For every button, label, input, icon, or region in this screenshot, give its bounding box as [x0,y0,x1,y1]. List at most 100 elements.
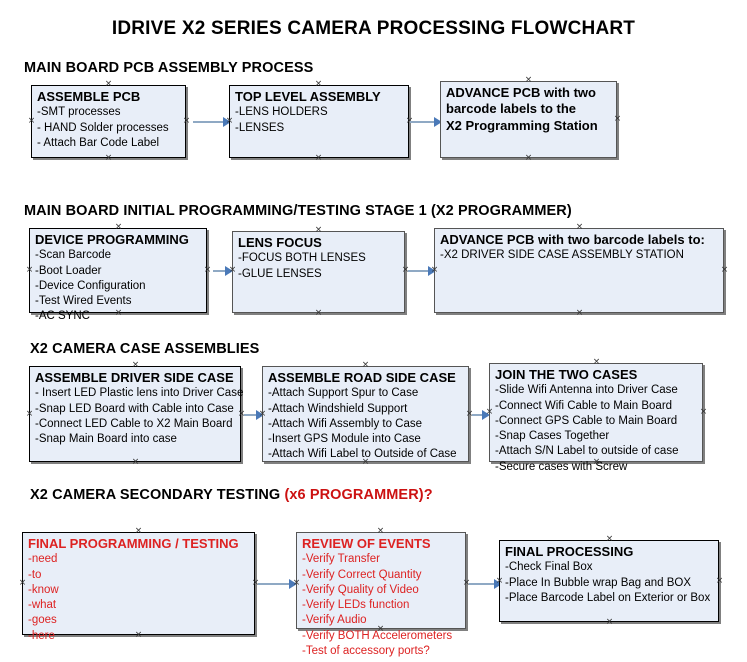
connection-handle-top[interactable] [575,223,584,232]
connection-handle-top[interactable] [131,361,140,370]
box-line: - HAND Solder processes [37,121,169,134]
box-advance-pcb-driver-side-case[interactable]: ADVANCE PCB with two barcode labels to: … [434,228,724,313]
box-line: -Test Wired Events [35,295,132,308]
box-assemble-driver-side-case[interactable]: ASSEMBLE DRIVER SIDE CASE - Insert LED P… [29,366,244,462]
connection-handle-top[interactable] [376,527,385,536]
box-line: -Verify LEDs function [302,599,410,612]
connection-handle-left[interactable] [292,579,301,588]
section-heading-x2-camera-case-assemblies: X2 CAMERA CASE ASSEMBLIES [30,341,260,357]
connection-handle-bottom[interactable] [592,458,601,467]
box-line: -GLUE LENSES [238,267,322,280]
box-title: FINAL PROCESSING [505,544,634,559]
connection-handle-bottom[interactable] [134,631,143,640]
box-assemble-pcb[interactable]: ASSEMBLE PCB -SMT processes - HAND Solde… [31,85,186,158]
connection-handle-bottom[interactable] [314,309,323,318]
connection-handle-left[interactable] [25,266,34,275]
box-assemble-road-side-case[interactable]: ASSEMBLE ROAD SIDE CASE -Attach Support … [262,366,469,462]
connection-handle-left[interactable] [225,117,234,126]
connection-handle-bottom[interactable] [104,154,113,163]
connection-handle-left[interactable] [485,408,494,417]
box-line: X2 Programming Station [446,117,598,133]
connection-handle-top[interactable] [524,76,533,85]
connection-handle-top[interactable] [134,527,143,536]
box-final-processing[interactable]: FINAL PROCESSING -Check Final Box -Place… [499,540,719,622]
box-line: -Place Barcode Label on Exterior or Box [505,591,711,604]
connection-handle-bottom[interactable] [605,618,614,627]
box-line: -Verify Transfer [302,553,380,566]
box-line: -Verify Correct Quantity [302,568,422,581]
connection-handle-top[interactable] [361,361,370,370]
box-top-level-assembly[interactable]: TOP LEVEL ASSEMBLY -LENS HOLDERS -LENSES [229,85,409,158]
connection-handle-right[interactable] [613,115,622,124]
connector-arrow [472,414,484,416]
connection-handle-top[interactable] [314,80,323,89]
box-line: -Place In Bubble wrap Bag and BOX [505,576,692,589]
box-review-of-events[interactable]: REVIEW OF EVENTS -Verify Transfer -Verif… [296,532,466,657]
box-title: ASSEMBLE ROAD SIDE CASE [268,370,456,385]
box-title: REVIEW OF EVENTS [302,536,431,551]
connection-handle-bottom[interactable] [131,458,140,467]
connection-handle-left[interactable] [228,266,237,275]
connection-handle-top[interactable] [592,358,601,367]
box-line: -Snap LED Board with Cable into Case [35,402,234,415]
connection-handle-left[interactable] [18,579,27,588]
box-advance-pcb-programming-station[interactable]: ADVANCE PCB with two barcode labels to t… [440,81,617,158]
box-line: -Attach Support Spur to Case [268,387,419,400]
box-line: -SMT processes [37,106,121,119]
connector-arrow [244,414,258,416]
box-line: -Boot Loader [35,264,102,277]
box-line: -what [28,599,57,612]
connection-handle-left[interactable] [495,577,504,586]
box-line: -Slide Wifi Antenna into Driver Case [495,384,678,397]
connection-handle-right[interactable] [182,117,191,126]
connection-handle-left[interactable] [430,266,439,275]
box-title: ASSEMBLE PCB [37,89,141,104]
box-line: -Connect Wifi Cable to Main Board [495,399,673,412]
box-line: -Connect GPS Cable to Main Board [495,414,678,427]
box-title: DEVICE PROGRAMMING [35,232,189,247]
connection-handle-right[interactable] [720,266,729,275]
connector-arrow [408,270,430,272]
box-line: barcode labels to the [446,101,577,117]
box-line: -LENS HOLDERS [235,106,328,119]
box-line: -Test of accessory ports? [302,645,430,658]
box-title: FINAL PROGRAMMING / TESTING [28,536,239,551]
connector-arrow [213,270,227,272]
box-line: -Check Final Box [505,561,593,574]
connection-handle-right[interactable] [715,577,724,586]
connection-handle-left[interactable] [25,410,34,419]
box-device-programming[interactable]: DEVICE PROGRAMMING -Scan Barcode -Boot L… [29,228,207,322]
box-final-programming-testing[interactable]: FINAL PROGRAMMING / TESTING -need -to -k… [22,532,255,642]
connection-handle-left[interactable] [27,117,36,126]
connection-handle-bottom[interactable] [361,458,370,467]
connection-handle-top[interactable] [605,535,614,544]
box-line: -Attach Wifi Label to Outside of Case [268,448,457,461]
connection-handle-left[interactable] [258,410,267,419]
connection-handle-bottom[interactable] [114,309,123,318]
connector-arrow [410,121,436,123]
section-heading-main-board-pcb-assembly: MAIN BOARD PCB ASSEMBLY PROCESS [24,60,314,76]
connector-arrow [193,121,225,123]
connection-handle-bottom[interactable] [314,154,323,163]
box-line: -Attach Windshield Support [268,402,408,415]
connection-handle-right[interactable] [203,266,212,275]
connection-handle-bottom[interactable] [575,309,584,318]
connection-handle-right[interactable] [699,408,708,417]
box-line: -Attach Wifi Assembly to Case [268,417,423,430]
box-line: -Verify Quality of Video [302,583,419,596]
connection-handle-top[interactable] [114,223,123,232]
box-line: -AC SYNC [35,310,90,323]
box-line: -X2 DRIVER SIDE CASE ASSEMBLY STATION [440,249,684,262]
box-join-the-two-cases[interactable]: JOIN THE TWO CASES -Slide Wifi Antenna i… [489,363,703,473]
box-line: -Connect LED Cable to X2 Main Board [35,417,233,430]
connector-arrowhead [434,117,442,127]
box-line: -LENSES [235,121,285,134]
connection-handle-bottom[interactable] [524,154,533,163]
box-lens-focus[interactable]: LENS FOCUS -FOCUS BOTH LENSES -GLUE LENS… [232,231,405,313]
connection-handle-top[interactable] [104,80,113,89]
box-line: -Insert GPS Module into Case [268,433,421,446]
box-line: - Insert LED Plastic lens into Driver Ca… [35,387,244,400]
connection-handle-top[interactable] [314,226,323,235]
connection-handle-bottom[interactable] [376,625,385,634]
